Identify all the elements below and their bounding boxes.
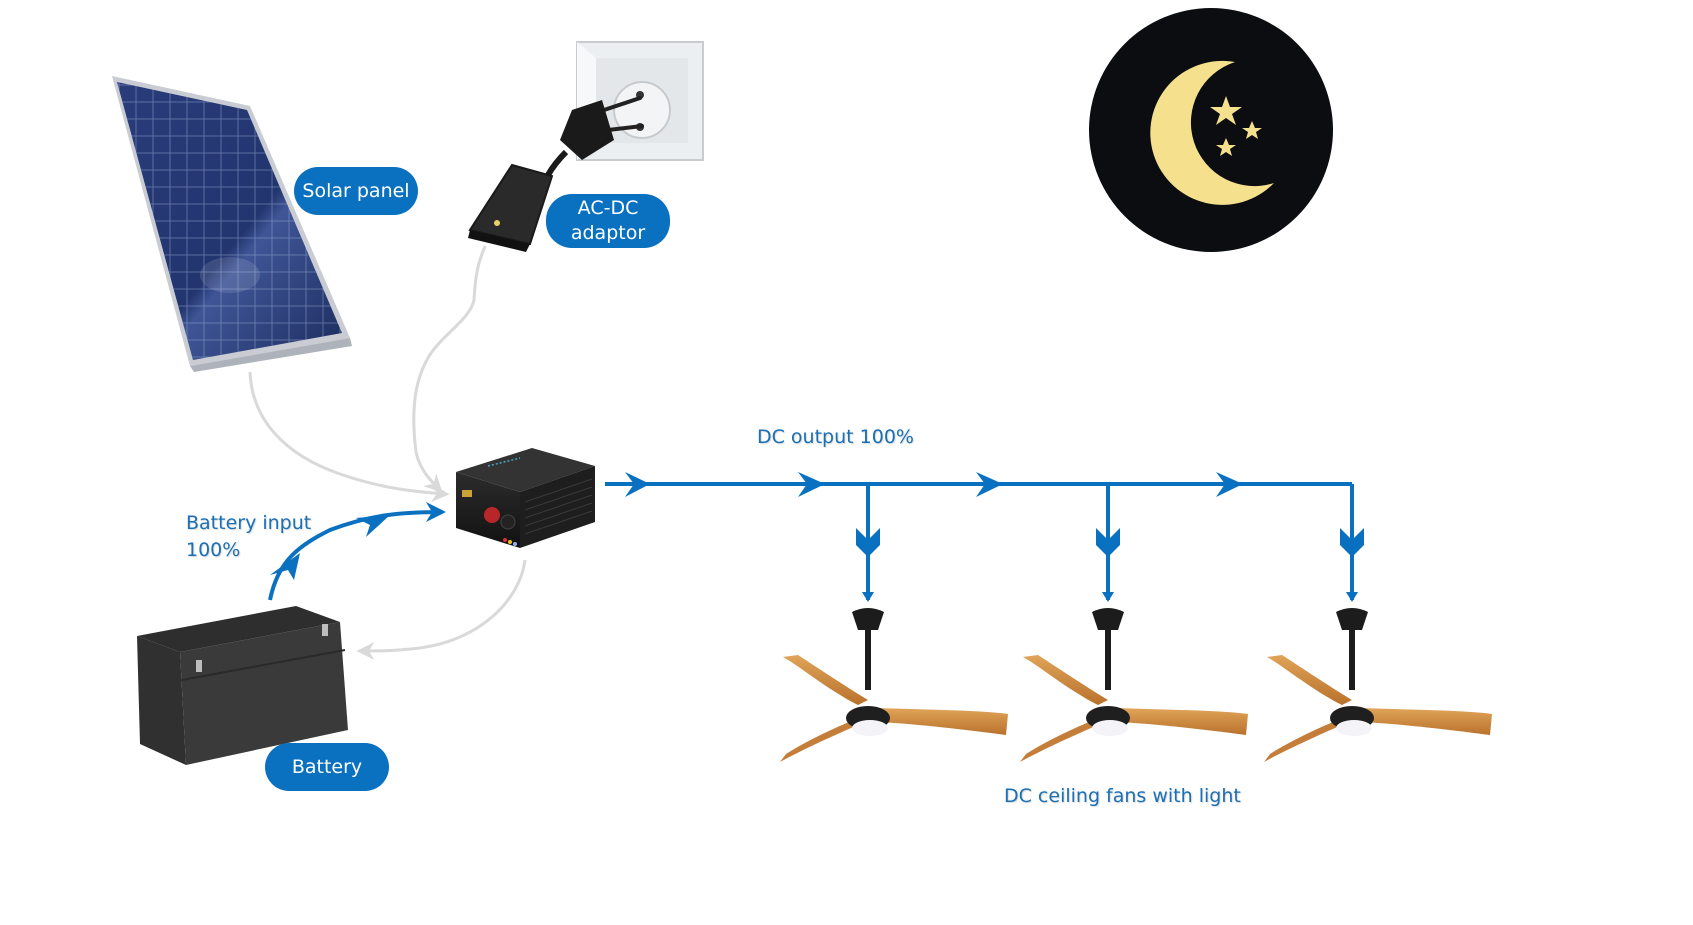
dc-output-annotation: DC output 100% <box>757 426 914 448</box>
ac-dc-adaptor-label-line2: adaptor <box>570 222 646 244</box>
battery-input-annotation-line2: 100% <box>186 539 241 561</box>
battery-input-flow <box>268 502 446 601</box>
battery-input-annotation: Battery input 100% <box>186 510 311 564</box>
fans-caption: DC ceiling fans with light <box>1004 785 1241 807</box>
ac-dc-adaptor-label-line1: AC-DC <box>577 197 639 219</box>
battery-label-text: Battery <box>291 755 363 778</box>
solar-flow-line <box>248 371 450 503</box>
solar-panel-label-text: Solar panel <box>302 179 410 202</box>
battery-label: Battery <box>265 743 389 791</box>
ceiling-fan-icon <box>1020 608 1248 762</box>
solar-panel-icon <box>112 76 352 372</box>
charge-flow-line <box>356 559 527 660</box>
battery-input-annotation-line1: Battery input <box>186 512 312 534</box>
controller-box-icon <box>456 448 595 548</box>
moon-stars-icon <box>1089 8 1333 252</box>
dc-output-flow <box>605 472 1364 602</box>
solar-panel-label: Solar panel <box>294 167 418 215</box>
power-adaptor-icon <box>412 96 644 493</box>
ac-dc-adaptor-label: AC-DC adaptor <box>546 194 670 248</box>
ceiling-fan-icon <box>780 608 1008 762</box>
battery-icon <box>137 606 348 765</box>
ceiling-fan-icon <box>1264 608 1492 762</box>
